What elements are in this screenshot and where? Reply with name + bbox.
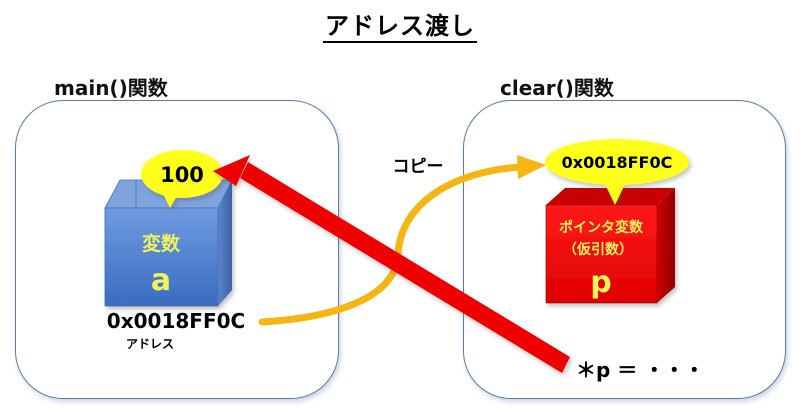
value-bubble (141, 150, 223, 208)
main-function-scope (15, 100, 339, 399)
pointer-value-bubble-body (545, 139, 689, 185)
pointer-p-box-front (545, 204, 658, 304)
value-bubble-body (141, 150, 223, 198)
variable-a-value: 100 (160, 163, 204, 187)
title-text: アドレス渡し (323, 12, 477, 43)
pointer-p-box (545, 188, 675, 304)
pointer-p-box-top (546, 188, 675, 205)
variable-a-name: a (151, 263, 171, 298)
dereference-statement: ＊p ＝ ・・・ (576, 358, 704, 382)
value-bubble-tail (162, 192, 178, 208)
variable-a-box-front (104, 207, 219, 307)
pointer-p-value: 0x0018FF0C (562, 153, 673, 172)
pointer-p-label-line1: ポインタ変数 (559, 219, 644, 236)
copy-arrowhead (517, 155, 546, 179)
pointer-p-name: p (590, 265, 611, 300)
pointer-p-box-side (657, 188, 675, 303)
clear-function-label: clear()関数 (500, 76, 614, 100)
address-caption: アドレス (126, 337, 174, 351)
variable-a-box-side (218, 180, 232, 306)
main-function-label: main()関数 (54, 76, 168, 100)
diagram-title: アドレス渡し (0, 6, 800, 43)
copy-arrow (258, 163, 524, 326)
dereference-arrow-shaft (240, 162, 570, 373)
variable-a-address: 0x0018FF0C (107, 309, 245, 333)
copy-label: コピー (393, 157, 444, 177)
dereference-arrowhead (213, 155, 250, 186)
pointer-p-label-line2: （仮引数） (563, 241, 633, 258)
pointer-value-bubble-tail (604, 182, 626, 205)
variable-a-box (104, 179, 233, 307)
dereference-arrow (213, 155, 570, 373)
variable-a-label: 変数 (142, 232, 181, 255)
pointer-value-bubble (545, 139, 689, 205)
